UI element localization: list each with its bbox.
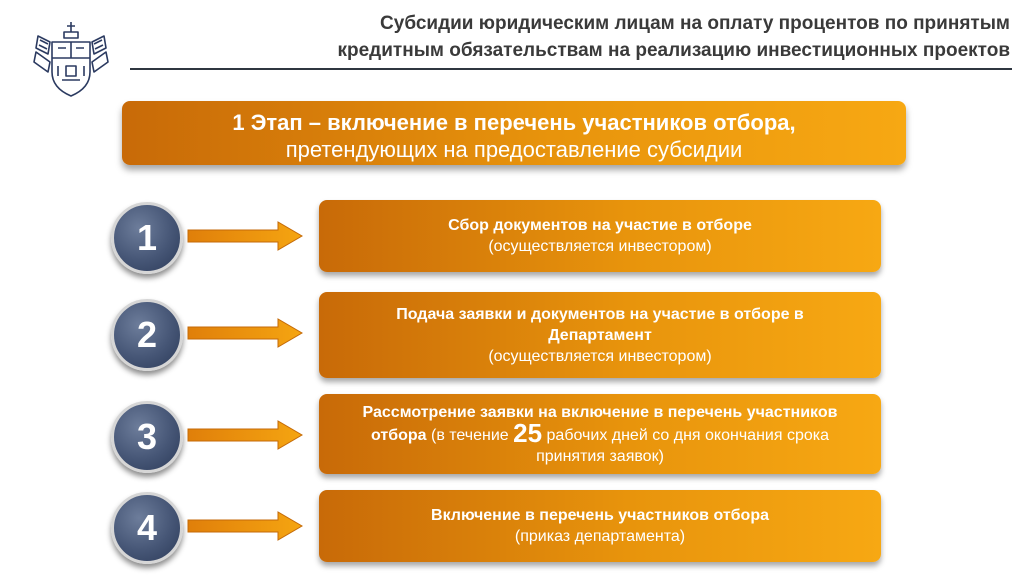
stage-subtitle: претендующих на предоставление субсидии bbox=[285, 137, 743, 162]
step-3-title-line-1: Рассмотрение заявки на включение в переч… bbox=[362, 403, 838, 421]
step-3-number-circle: 3 bbox=[111, 401, 183, 473]
step-4-box: Включение в перечень участников отбора (… bbox=[319, 490, 881, 562]
step-2-number-circle: 2 bbox=[111, 299, 183, 371]
step-3-title-line-2: отбора bbox=[371, 426, 427, 444]
right-arrow-icon bbox=[187, 420, 303, 450]
step-3-days-count: 25 bbox=[513, 417, 543, 448]
step-3-note-before: (в течение bbox=[431, 426, 509, 444]
step-3-note-after: рабочих дней со дня окончания срока bbox=[546, 426, 829, 444]
step-1-title: Сбор документов на участие в отборе bbox=[448, 217, 752, 234]
page-title-line-2: кредитным обязательствам на реализацию и… bbox=[337, 40, 1010, 61]
header-divider bbox=[130, 68, 1012, 70]
step-3-note-line-3: принятия заявок) bbox=[536, 447, 664, 465]
step-4-number-circle: 4 bbox=[111, 492, 183, 564]
step-2-title-line-1: Подача заявки и документов на участие в … bbox=[396, 305, 804, 323]
step-3-box: Рассмотрение заявки на включение в переч… bbox=[319, 394, 881, 474]
step-2-note: (осуществляется инвестором) bbox=[488, 347, 712, 365]
stage-title: 1 Этап – включение в перечень участников… bbox=[232, 110, 796, 135]
coat-of-arms-logo bbox=[33, 22, 109, 97]
step-2-box: Подача заявки и документов на участие в … bbox=[319, 292, 881, 378]
stage-banner: 1 Этап – включение в перечень участников… bbox=[122, 101, 906, 165]
page-title: Субсидии юридическим лицам на оплату про… bbox=[150, 10, 1010, 64]
right-arrow-icon bbox=[187, 221, 303, 251]
right-arrow-icon bbox=[187, 511, 303, 541]
step-1-note: (осуществляется инвестором) bbox=[488, 238, 712, 255]
step-4-title: Включение в перечень участников отбора bbox=[431, 507, 769, 524]
page-title-line-1: Субсидии юридическим лицам на оплату про… bbox=[380, 13, 1010, 34]
step-3-line-2: отбора (в течение 25 рабочих дней со дня… bbox=[371, 420, 829, 446]
step-2-title-line-2: Департамент bbox=[548, 326, 652, 344]
step-4-note: (приказ департамента) bbox=[514, 528, 686, 545]
step-1-number-circle: 1 bbox=[111, 202, 183, 274]
step-1-box: Сбор документов на участие в отборе (осу… bbox=[319, 200, 881, 272]
right-arrow-icon bbox=[187, 318, 303, 348]
